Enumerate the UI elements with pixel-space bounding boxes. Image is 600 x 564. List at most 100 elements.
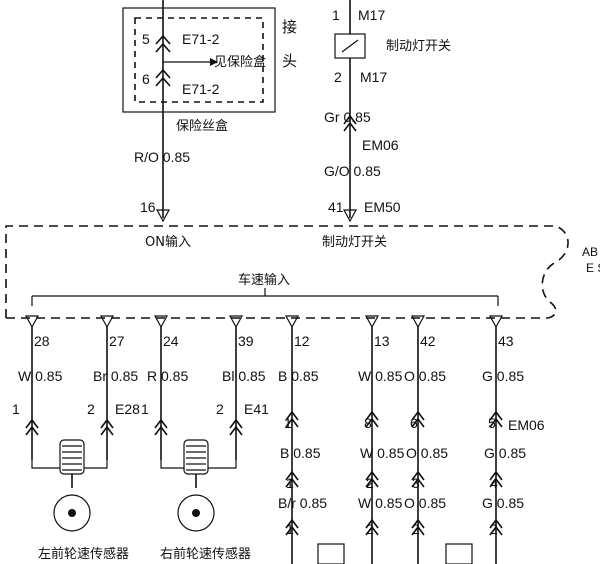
- fuse-box: 5 E71-2 6 E71-2 见保险盒 保险丝盒 接 头 R/O 0.85 1…: [122, 0, 297, 250]
- connector-chevron: [489, 470, 503, 481]
- brake-conn-top: M17: [358, 7, 385, 23]
- connector-chevron: [411, 518, 425, 529]
- pin-number: 12: [294, 333, 310, 349]
- connector-block-right: [445, 543, 473, 564]
- brake-wire-1: Gr 0.85: [324, 109, 371, 125]
- module-outline: [5, 225, 569, 319]
- connector-chevron: [411, 470, 425, 481]
- pin-number: 13: [374, 333, 390, 349]
- connector-pin: 1: [12, 401, 20, 417]
- wire-label: Br 0.85: [93, 368, 138, 384]
- connector-chevron: [285, 410, 299, 421]
- pin-triangle: [284, 315, 300, 329]
- connector-chevron: [229, 418, 243, 429]
- connector-id: E41: [244, 401, 269, 417]
- wire-label: B/r 0.85: [278, 495, 327, 511]
- pin-triangle: [364, 315, 380, 329]
- connector-pin: 5: [488, 415, 496, 431]
- connector-chevron: [365, 410, 379, 421]
- on-input-label: ON输入: [145, 234, 191, 250]
- brake-splice: EM06: [362, 137, 399, 153]
- connector-pin: 1: [286, 521, 294, 537]
- connector-chevron: [489, 410, 503, 421]
- pin-number: 27: [109, 333, 125, 349]
- pin-triangle: [228, 315, 244, 329]
- joint-label-1: 接: [282, 18, 297, 36]
- wire-label: B 0.85: [280, 445, 321, 461]
- connector-chevron: [285, 470, 299, 481]
- connector-chevron: [365, 470, 379, 481]
- fuse-chevron-bottom: [155, 68, 171, 79]
- connector-chevron: [154, 418, 168, 429]
- connector-pin: 2: [366, 521, 374, 537]
- module-pin-16: 16: [140, 199, 156, 215]
- wire-label: B 0.85: [278, 368, 319, 384]
- connector-chevron: [285, 518, 299, 529]
- fuse-chevron-top: [155, 34, 171, 45]
- right-front-sensor-label: 右前轮速传感器: [160, 546, 251, 562]
- connector-pin: 3: [412, 475, 420, 491]
- fuse-box-inner: [134, 17, 264, 103]
- wire-label: O 0.85: [404, 368, 446, 384]
- connector-chevron: [25, 418, 39, 429]
- connector-pin: 4: [490, 475, 498, 491]
- speed-input-label: 车速输入: [238, 272, 290, 288]
- brake-pin-top: 1: [332, 7, 340, 23]
- fuse-pin-bottom: 6: [142, 71, 150, 87]
- pin-number: 42: [420, 333, 436, 349]
- right-coil-icon: [183, 439, 209, 475]
- pin-column-39: 39 Bl 0.85 2 E41: [208, 315, 269, 469]
- fuse-wire-label: R/O 0.85: [134, 149, 190, 165]
- wire-label: G 0.85: [484, 445, 526, 461]
- brake-wire-2: G/O 0.85: [324, 163, 381, 179]
- wire-label: G 0.85: [482, 368, 524, 384]
- connector-pin: 1: [286, 475, 294, 491]
- connector-pin: 2: [412, 521, 420, 537]
- pin-column-24: 24R 0.851: [141, 315, 188, 469]
- pin-number: 28: [34, 333, 50, 349]
- connector-pin: 1: [284, 415, 292, 431]
- wire-label: W 0.85: [358, 368, 403, 384]
- pin-number: 39: [238, 333, 254, 349]
- brake-switch-name: 制动灯开关: [386, 39, 451, 54]
- module-conn-em50: EM50: [364, 199, 401, 215]
- brake-pin-bottom: 2: [334, 69, 342, 85]
- left-front-sensor-label: 左前轮速传感器: [38, 546, 129, 562]
- module-pin-41: 41: [328, 199, 344, 215]
- right-gear-icon: [177, 494, 215, 532]
- fuse-note: 见保险盒: [214, 54, 266, 70]
- wire-label: R 0.85: [147, 368, 188, 384]
- pin-column-28: 28 W 0.85 1: [12, 315, 63, 469]
- brake-chevron: [343, 114, 357, 125]
- pin-number: 43: [498, 333, 514, 349]
- left-front-sensor: 左前轮速传感器: [38, 439, 129, 562]
- pin-triangle: [488, 315, 504, 329]
- brake-input-label: 制动灯开关: [322, 235, 387, 250]
- fuse-conn-top: E71-2: [182, 31, 220, 47]
- abs-module: AB E S 车速输入: [5, 225, 600, 319]
- module-side-label-2: E S: [586, 261, 600, 275]
- fuse-box-outer: [122, 7, 276, 113]
- connector-pin: 6: [410, 415, 418, 431]
- brake-switch-contact: [341, 39, 359, 53]
- fuse-conn-bottom: E71-2: [182, 81, 220, 97]
- connector-id: E28: [115, 401, 140, 417]
- pin-column-27: 27 Br 0.85 2 E28: [84, 315, 140, 469]
- connector-chevron: [489, 518, 503, 529]
- pin-triangle: [24, 315, 40, 329]
- pin-triangle: [410, 315, 426, 329]
- connector-chevron: [100, 418, 114, 429]
- connector-pin: 2: [216, 401, 224, 417]
- connector-pin: 2: [87, 401, 95, 417]
- wire-label: W 0.85: [358, 495, 403, 511]
- wire-label: O 0.85: [406, 445, 448, 461]
- connector-id: EM06: [508, 417, 545, 433]
- module-side-label-1: AB: [582, 245, 598, 259]
- wire-label: W 0.85: [18, 368, 63, 384]
- wire-label: Bl 0.85: [222, 368, 266, 384]
